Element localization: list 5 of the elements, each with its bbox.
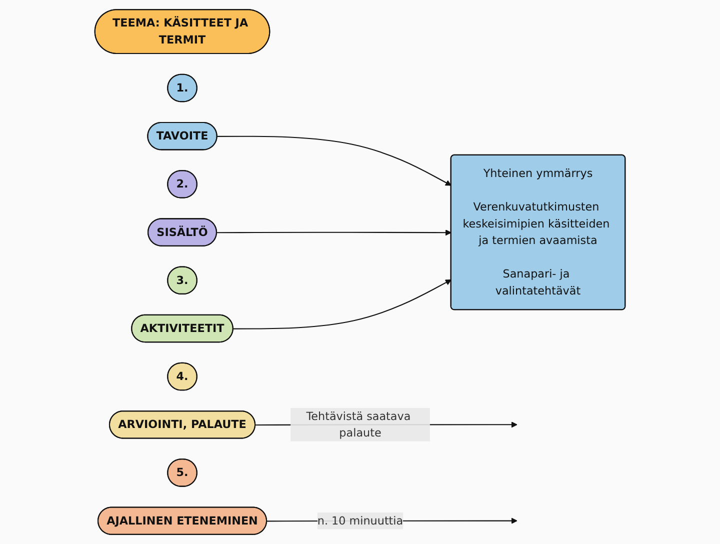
edge-label: Tehtävistä saatava palaute [306, 409, 411, 440]
arrow [217, 136, 452, 186]
arrow [216, 230, 452, 236]
arrow [233, 280, 452, 330]
edge-label: n. 10 minuuttia [317, 514, 404, 528]
